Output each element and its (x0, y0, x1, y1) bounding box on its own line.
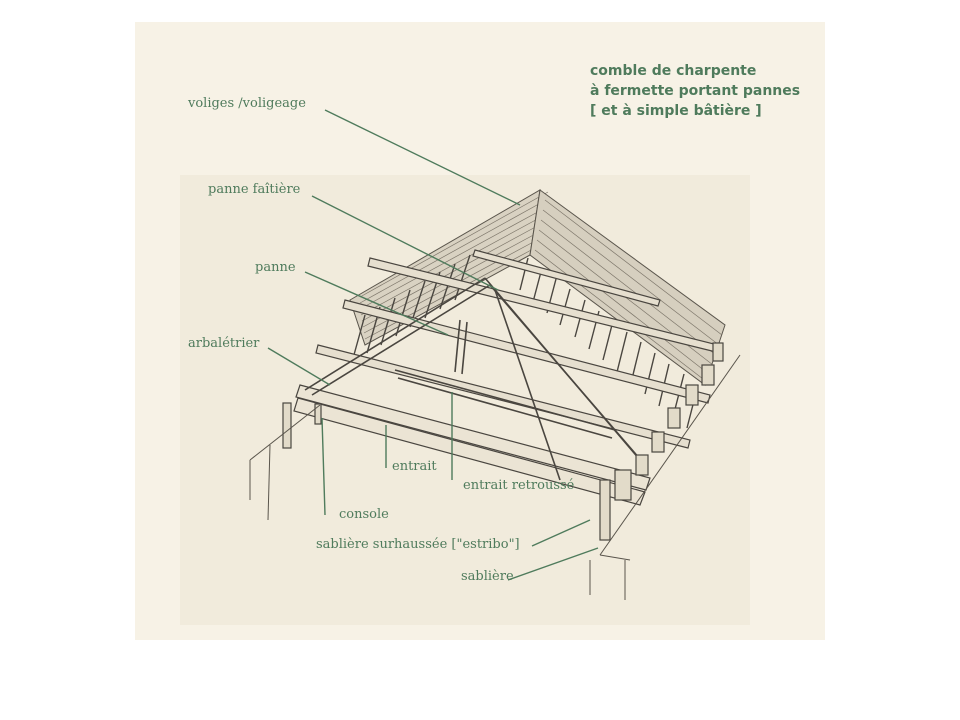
label-sabliere-surhaussee: sablière surhaussée ["estribo"] (316, 537, 520, 552)
leader-lines (267, 109, 599, 581)
leader-panne-faitiere (311, 195, 499, 291)
diagram-title-line-1: comble de charpente (590, 63, 757, 79)
label-arbaletrier: arbalétrier (188, 336, 260, 351)
leader-sabliere (507, 547, 599, 581)
label-entrait-retrousse: entrait retroussé (463, 478, 575, 493)
walls (249, 354, 741, 600)
diagram-title-line-2: à fermette portant pannes (590, 83, 801, 99)
wall-posts (282, 342, 724, 541)
leader-console (321, 417, 326, 516)
diagram-title-line-3: [ et à simple bâtière ] (590, 103, 762, 119)
tie-beams (293, 384, 651, 506)
label-entrait: entrait (392, 459, 437, 474)
leader-sabliere-surhaussee (531, 519, 591, 547)
purlins (315, 249, 719, 449)
leader-arbaletrier (267, 347, 331, 386)
rafters-right (519, 257, 699, 429)
truss (304, 277, 647, 481)
label-voliges: voliges /voligeage (188, 96, 306, 111)
label-sabliere: sablière (461, 569, 514, 584)
label-panne-faitiere: panne faîtière (208, 182, 301, 197)
label-panne: panne (255, 260, 296, 275)
leader-panne (304, 271, 449, 336)
leader-voliges (324, 109, 521, 206)
label-console: console (339, 507, 389, 522)
